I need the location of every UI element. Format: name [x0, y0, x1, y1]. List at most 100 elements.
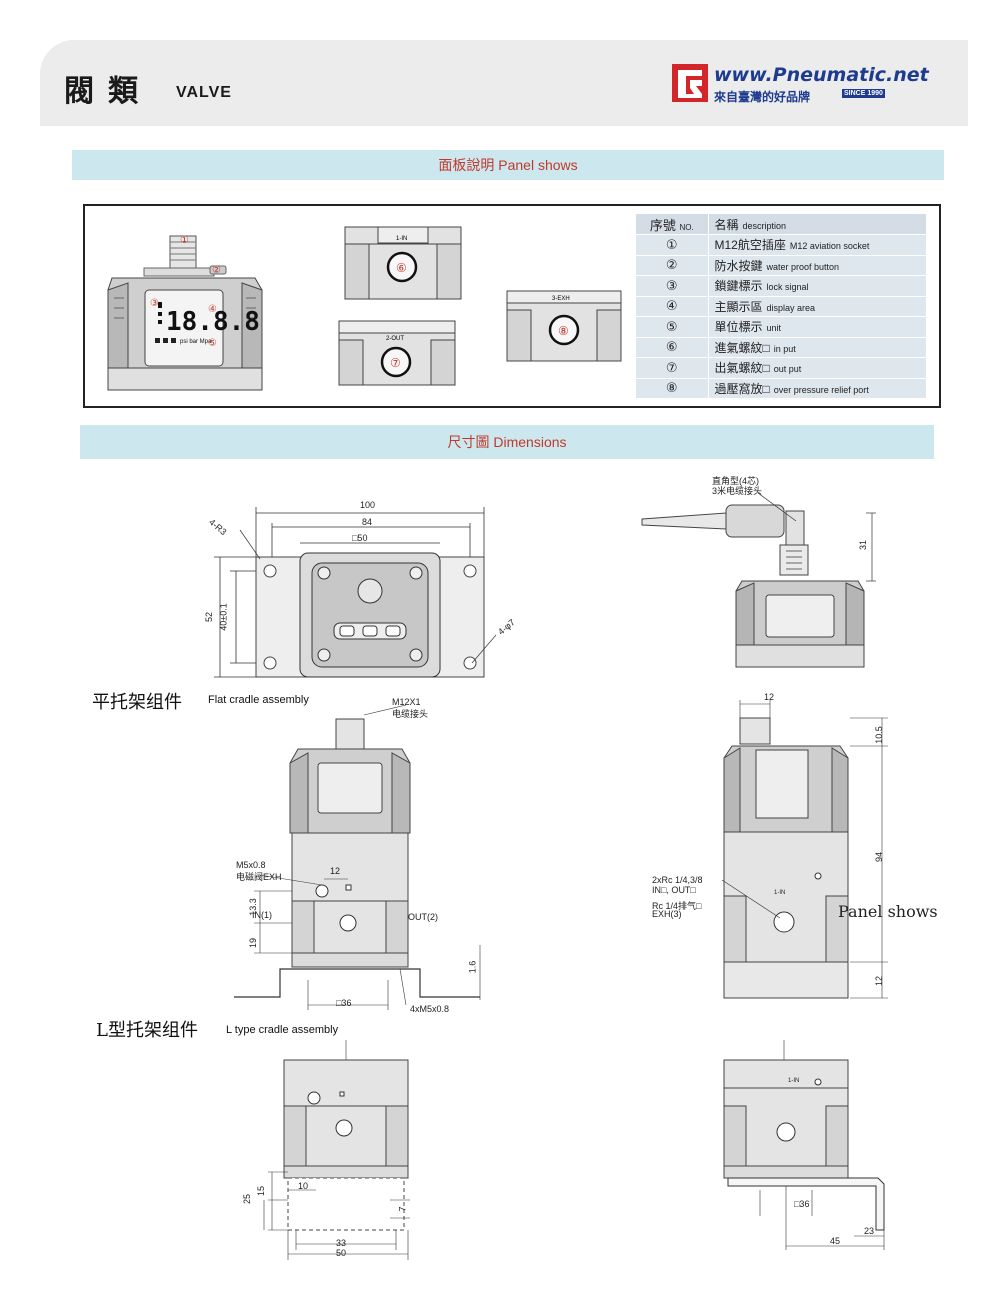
dim-100: 100: [360, 500, 376, 510]
dim-94: 94: [874, 851, 885, 863]
dim-1-6: 1.6: [467, 960, 478, 974]
dim-10: 10: [298, 1181, 309, 1191]
row-en: display area: [766, 302, 816, 313]
marker-7: ⑦: [390, 356, 401, 370]
dim-36sq2: □36: [794, 1199, 810, 1209]
row-no: ①: [636, 234, 709, 256]
drawing-top-view: [214, 507, 497, 678]
port-in-label-lower: 1-IN: [788, 1078, 800, 1084]
label-4m5: 4xM5x0.8: [410, 1004, 450, 1014]
page-title-en: VALVE: [176, 84, 232, 101]
dim-52: 52: [204, 611, 215, 623]
dim-45: 45: [830, 1236, 841, 1246]
dim-50sq: □50: [352, 533, 368, 543]
table-row: ⑦ 出氣螺紋□out put: [636, 357, 926, 379]
section-banner-panel: 面板說明 Panel shows: [72, 150, 944, 180]
row-no: ③: [636, 275, 709, 297]
header-no-cn: 序號: [649, 217, 676, 233]
device-front-view: 18.8.8 psi bar Mpa ① ② ③ ④ ⑤: [107, 235, 263, 391]
label-in1: IN(1): [252, 910, 272, 920]
row-en: M12 aviation socket: [789, 241, 870, 252]
header-no-en: NO.: [679, 222, 694, 232]
dim-7: 7: [397, 1206, 408, 1212]
row-no: ④: [636, 296, 709, 317]
page-title-cn: 閥類: [64, 74, 152, 109]
row-no: ⑧: [636, 378, 709, 399]
marker-6: ⑥: [396, 261, 407, 275]
row-cn: 主顯示區: [714, 299, 763, 314]
row-en: water proof button: [766, 261, 840, 272]
dim-12b: 12: [874, 975, 885, 987]
dim-23: 23: [864, 1226, 875, 1236]
label-in-out-sq: IN□, OUT□: [652, 885, 696, 895]
dim-40: 40±0.1: [218, 603, 229, 631]
dim-25: 25: [242, 1193, 253, 1205]
port-in-label-side: 1-IN: [774, 890, 786, 896]
dim-50: 50: [336, 1248, 347, 1258]
label-rc-inout: 2xRc 1/4,3/8: [652, 875, 703, 885]
section-banner-dimensions: 尺寸圖 Dimensions: [80, 425, 934, 459]
row-cn: 出氣螺紋□: [714, 361, 770, 376]
row-en: in put: [773, 343, 796, 354]
header-desc-cn: 名稱: [714, 217, 739, 232]
dim-15: 15: [256, 1185, 267, 1197]
row-no: ⑤: [636, 316, 709, 338]
marker-5: ⑤: [208, 338, 217, 349]
brand-since-badge: SINCE 1990: [842, 89, 885, 98]
port-out-label: 2-OUT: [386, 336, 404, 342]
row-no: ②: [636, 255, 709, 276]
marker-1: ①: [180, 235, 189, 246]
display-value: 18.8.8: [166, 307, 260, 337]
row-en: lock signal: [766, 282, 809, 293]
label-m5: M5x0.8: [236, 860, 266, 870]
label-flat-cradle-cn: 平托架组件: [92, 692, 182, 713]
port-exh-label: 3-EXH: [552, 296, 570, 302]
label-l-cradle-cn: L型托架组件: [96, 1020, 198, 1041]
row-cn: 進氣螺紋□: [714, 340, 770, 355]
label-solenoid-exh: 电磁阀EXH: [236, 872, 282, 882]
row-en: out put: [773, 364, 802, 375]
drawing-l-cradle-left: [263, 1040, 410, 1260]
label-flat-cradle-en: Flat cradle assembly: [208, 694, 309, 706]
header-desc-en: description: [742, 220, 787, 231]
port-view-out: 2-OUT ⑦: [338, 320, 456, 386]
dim-19: 19: [248, 937, 259, 949]
drawing-flat-cradle-front: [234, 705, 481, 1010]
dim-12c: 12: [330, 866, 341, 876]
drawing-side-view: [721, 700, 888, 999]
port-in-label: 1-IN: [396, 236, 407, 242]
row-en: unit: [766, 323, 782, 334]
dim-13-3: 13.3: [247, 898, 258, 916]
dim-12a: 12: [764, 692, 775, 702]
dim-31: 31: [858, 539, 869, 551]
label-cable-3m: 3米电缆接头: [712, 486, 763, 496]
drawing-cable-view: [641, 492, 876, 668]
table-row: ⑥ 進氣螺紋□in put: [636, 337, 926, 358]
label-rc-exh: Rc 1/4排气□: [652, 901, 702, 911]
dim-10-5: 10.5: [873, 726, 884, 744]
row-no: ⑦: [636, 357, 709, 379]
marker-8: ⑧: [558, 324, 569, 338]
page-header: [40, 40, 968, 126]
brand-logo-icon: [672, 64, 708, 102]
port-view-in: 1-IN ⑥: [344, 226, 462, 300]
brand-url[interactable]: www.Pneumatic.net: [714, 64, 929, 86]
display-units: psi bar Mpa: [180, 339, 212, 345]
dim-36sq: □36: [336, 998, 352, 1008]
row-no: ⑥: [636, 337, 709, 358]
label-m12x1: M12X1: [392, 697, 421, 707]
brand-slogan: 來自臺灣的好品牌: [714, 90, 811, 104]
label-exh3: EXH(3): [652, 909, 682, 919]
row-cn: 鎖鍵標示: [714, 279, 763, 294]
marker-4: ④: [208, 304, 217, 315]
label-panel-shows: Panel shows: [838, 902, 938, 921]
label-out2: OUT(2): [408, 912, 438, 922]
dim-84: 84: [362, 517, 373, 527]
label-l-cradle-en: L type cradle assembly: [226, 1024, 339, 1036]
label-cable-joint: 电缆接头: [392, 709, 429, 719]
